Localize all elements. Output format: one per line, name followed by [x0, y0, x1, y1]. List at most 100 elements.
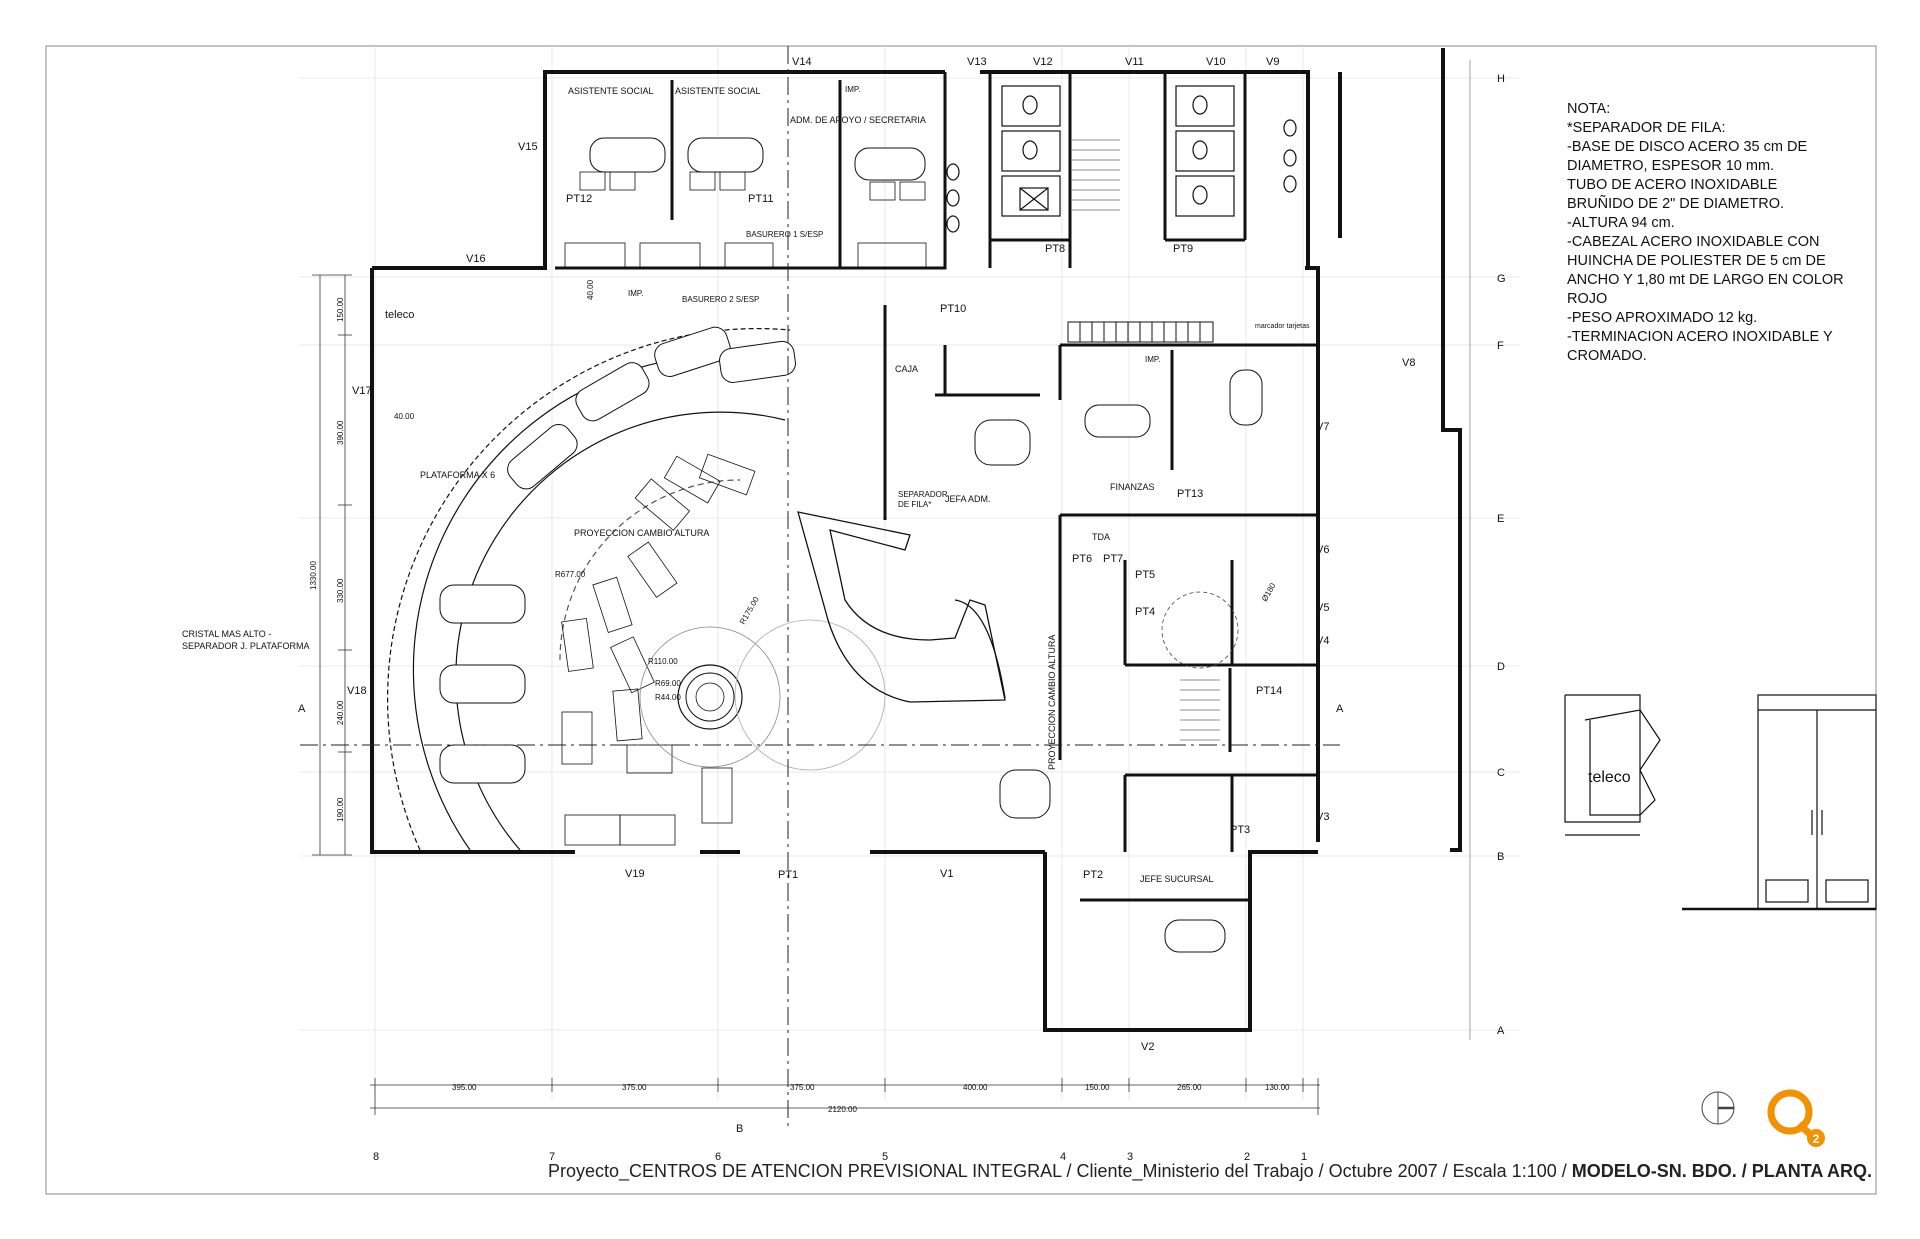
grid-row-label: G — [1497, 273, 1506, 285]
door-label: PT8 — [1045, 243, 1065, 255]
section-lines — [300, 46, 1340, 1128]
door-label: PT10 — [940, 303, 966, 315]
grid-col-label: 4 — [1060, 1151, 1066, 1163]
dimension-text: 375.00 — [790, 1083, 815, 1092]
window-label: V5 — [1316, 602, 1329, 614]
note-line: DIAMETRO, ESPESOR 10 mm. — [1567, 158, 1775, 174]
grid-col-label: 1 — [1301, 1151, 1307, 1163]
door-label: PT14 — [1256, 685, 1282, 697]
room-label: ASISTENTE SOCIAL — [675, 86, 761, 96]
window-label: V19 — [625, 868, 645, 880]
note-line: TUBO DE ACERO INOXIDABLE — [1567, 177, 1778, 193]
note-line: ANCHO Y 1,80 mt DE LARGO EN COLOR — [1567, 272, 1844, 288]
door-label: PT9 — [1173, 243, 1193, 255]
grid-col-label: 8 — [373, 1151, 379, 1163]
window-label: V13 — [967, 56, 987, 68]
grid-col-label: 6 — [715, 1151, 721, 1163]
window-label: V4 — [1316, 635, 1329, 647]
interior-walls — [543, 72, 1318, 902]
grid-row-label: B — [1497, 851, 1504, 863]
logo-badge: 2 — [1813, 1132, 1820, 1146]
door-label: PT13 — [1177, 488, 1203, 500]
window-label: V15 — [518, 141, 538, 153]
exterior-walls — [370, 48, 1462, 1032]
grid-row-label: A — [1497, 1025, 1505, 1037]
annotation: IMP. — [845, 85, 860, 94]
room-label: TDA — [1092, 532, 1110, 542]
project-info: Proyecto_CENTROS DE ATENCION PREVISIONAL… — [548, 1161, 1572, 1181]
note-line: HUINCHA DE POLIESTER DE 5 cm DE — [1567, 253, 1826, 269]
door-label: PT4 — [1135, 606, 1155, 618]
office-desks — [589, 137, 1263, 953]
dimension-text: 375.00 — [622, 1083, 647, 1092]
dimension-lines — [312, 274, 1320, 1115]
room-label: ADM. DE APOYO / SECRETARIA — [790, 115, 926, 125]
cabinet-elevation — [1682, 694, 1877, 911]
note-line: NOTA: — [1567, 101, 1611, 117]
annotation: DE FILA* — [898, 500, 931, 509]
annotation: BASURERO 1 S/ESP — [746, 230, 823, 239]
door-label: PT3 — [1230, 824, 1250, 836]
radius-label: R69.00 — [655, 679, 681, 688]
section-marker: A — [298, 703, 306, 715]
dimension-text: 150.00 — [1085, 1083, 1110, 1092]
window-label: V2 — [1141, 1041, 1154, 1053]
window-label: V12 — [1033, 56, 1053, 68]
reference-grid — [300, 46, 1520, 1100]
radius-label: R44.00 — [655, 693, 681, 702]
window-label: V1 — [940, 868, 953, 880]
toilet-cubicles — [946, 85, 1297, 233]
window-label: V8 — [1402, 357, 1415, 369]
dimension-text: 130.00 — [1265, 1083, 1290, 1092]
dimension-text: 400.00 — [963, 1083, 988, 1092]
note-line: -CABEZAL ACERO INOXIDABLE CON — [1567, 234, 1820, 250]
window-label: V16 — [466, 253, 486, 265]
dimension-text: 390.00 — [336, 420, 345, 445]
door-label: PT7 — [1103, 553, 1123, 565]
grid-row-label: C — [1497, 767, 1505, 779]
annotation: SEPARADOR — [898, 490, 948, 499]
radius-label: R175.00 — [738, 595, 761, 626]
dimension-text: 150.00 — [336, 297, 345, 322]
note-line: CROMADO. — [1567, 348, 1647, 364]
grid-col-label: 2 — [1244, 1151, 1250, 1163]
room-label: PROYECCION CAMBIO ALTURA — [574, 528, 709, 538]
dimension-total: 2120.00 — [828, 1105, 857, 1114]
note-line: -ALTURA 94 cm. — [1567, 215, 1675, 231]
note-line: ROJO — [1567, 291, 1608, 307]
annotation: SEPARADOR J. PLATAFORMA — [182, 641, 310, 651]
dimension-text: 190.00 — [336, 797, 345, 822]
door-label: PT12 — [566, 193, 592, 205]
dimension-text: 40.00 — [394, 412, 415, 421]
room-label: PROYECCION CAMBIO ALTURA — [1047, 635, 1057, 770]
dimension-text: 330.00 — [336, 578, 345, 603]
grid-row-label: D — [1497, 661, 1505, 673]
grid-col-label: 7 — [549, 1151, 555, 1163]
annotation: IMP. — [628, 289, 643, 298]
window-label: V17 — [352, 385, 372, 397]
grid-row-label: H — [1497, 73, 1505, 85]
title-block: Proyecto_CENTROS DE ATENCION PREVISIONAL… — [548, 1161, 1872, 1182]
platform-workstations — [439, 326, 796, 784]
note-line: -BASE DE DISCO ACERO 35 cm DE — [1567, 139, 1808, 155]
room-label: JEFA ADM. — [945, 494, 991, 504]
round-counters — [639, 591, 1239, 771]
window-label: V10 — [1206, 56, 1226, 68]
window-label: V11 — [1125, 56, 1144, 68]
finanzas-stair — [1067, 321, 1214, 343]
room-label: CAJA — [895, 364, 918, 374]
room-label: FINANZAS — [1110, 482, 1155, 492]
window-label: V3 — [1316, 811, 1329, 823]
note-line: -PESO APROXIMADO 12 kg. — [1567, 310, 1758, 326]
dimension-text: 240.00 — [336, 700, 345, 725]
annotation: marcador tarjetas — [1255, 323, 1310, 330]
note-line: BRUÑIDO DE 2" DE DIAMETRO. — [1567, 196, 1785, 212]
door-label: PT5 — [1135, 569, 1155, 581]
grid-row-label: E — [1497, 513, 1504, 525]
door-label: PT11 — [748, 193, 773, 205]
note-line: -TERMINACION ACERO INOXIDABLE Y — [1567, 329, 1833, 345]
dimension-total: 1330.00 — [309, 561, 318, 590]
grid-col-label: 3 — [1127, 1151, 1133, 1163]
stair-treads — [1072, 139, 1220, 741]
